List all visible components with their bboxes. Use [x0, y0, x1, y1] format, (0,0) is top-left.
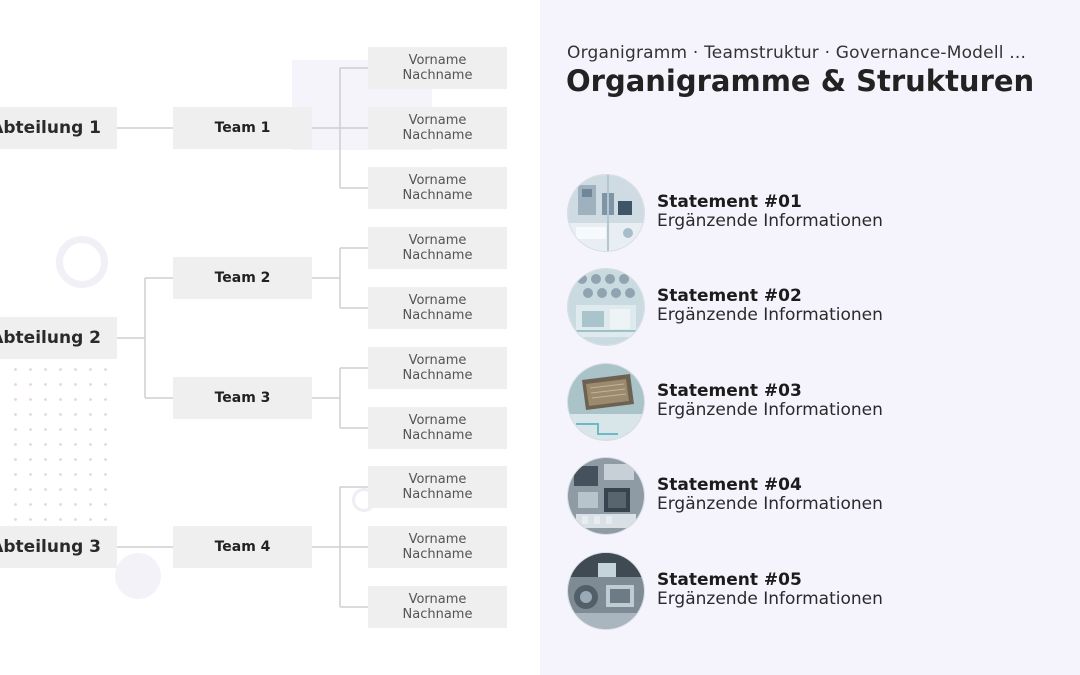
statement-text: Ergänzende Informationen [657, 305, 883, 325]
statements-panel: Organigramm · Teamstruktur · Governance-… [540, 0, 1080, 675]
member-last-name: Nachname [402, 68, 473, 83]
department-box-1: Abteilung 1 [0, 107, 117, 149]
member-first-name: Vorname [408, 173, 467, 188]
statement-text: Ergänzende Informationen [657, 211, 883, 231]
org-chart-connectors [117, 67, 368, 608]
team-label: Team 4 [214, 539, 271, 555]
member-last-name: Nachname [402, 607, 473, 622]
member-box-2: Vorname Nachname [368, 107, 507, 149]
member-last-name: Nachname [402, 188, 473, 203]
member-first-name: Vorname [408, 532, 467, 547]
statement-text: Ergänzende Informationen [657, 400, 883, 420]
team-box-1: Team 1 [173, 107, 312, 149]
microchip-image-icon [568, 364, 644, 440]
member-box-10: Vorname Nachname [368, 586, 507, 628]
member-last-name: Nachname [402, 248, 473, 263]
team-box-2: Team 2 [173, 257, 312, 299]
member-box-7: Vorname Nachname [368, 407, 507, 449]
member-first-name: Vorname [408, 293, 467, 308]
circuit-board-image-icon [568, 553, 644, 629]
department-box-2: Abteilung 2 [0, 317, 117, 359]
statement-item-3: Statement #03 Ergänzende Informationen [568, 364, 1068, 440]
decorative-circle [115, 553, 161, 599]
statement-title: Statement #01 [657, 192, 802, 212]
circuit-board-image-icon [568, 269, 644, 345]
team-label: Team 2 [214, 270, 271, 286]
statement-title: Statement #05 [657, 570, 802, 590]
member-box-3: Vorname Nachname [368, 167, 507, 209]
member-first-name: Vorname [408, 592, 467, 607]
department-label: Abteilung 1 [0, 118, 101, 138]
team-label: Team 3 [214, 390, 271, 406]
member-last-name: Nachname [402, 428, 473, 443]
team-label: Team 1 [214, 120, 271, 136]
statement-item-5: Statement #05 Ergänzende Informationen [568, 553, 1068, 629]
department-label: Abteilung 3 [0, 537, 101, 557]
decorative-ring [56, 236, 108, 288]
member-first-name: Vorname [408, 413, 467, 428]
member-first-name: Vorname [408, 233, 467, 248]
team-box-3: Team 3 [173, 377, 312, 419]
statement-text: Ergänzende Informationen [657, 589, 883, 609]
statement-title: Statement #02 [657, 286, 802, 306]
statement-item-4: Statement #04 Ergänzende Informationen [568, 458, 1068, 534]
member-first-name: Vorname [408, 113, 467, 128]
statement-text: Ergänzende Informationen [657, 494, 883, 514]
member-box-4: Vorname Nachname [368, 227, 507, 269]
statement-title: Statement #04 [657, 475, 802, 495]
page-subtitle: Organigramm · Teamstruktur · Governance-… [567, 43, 1027, 63]
member-first-name: Vorname [408, 472, 467, 487]
member-last-name: Nachname [402, 128, 473, 143]
member-box-9: Vorname Nachname [368, 526, 507, 568]
member-last-name: Nachname [402, 368, 473, 383]
member-box-5: Vorname Nachname [368, 287, 507, 329]
member-box-1: Vorname Nachname [368, 47, 507, 89]
team-box-4: Team 4 [173, 526, 312, 568]
member-first-name: Vorname [408, 53, 467, 68]
member-box-6: Vorname Nachname [368, 347, 507, 389]
member-last-name: Nachname [402, 487, 473, 502]
department-box-3: Abteilung 3 [0, 526, 117, 568]
statement-item-2: Statement #02 Ergänzende Informationen [568, 269, 1068, 345]
statement-title: Statement #03 [657, 381, 802, 401]
member-last-name: Nachname [402, 308, 473, 323]
member-box-8: Vorname Nachname [368, 466, 507, 508]
member-last-name: Nachname [402, 547, 473, 562]
page-title: Organigramme & Strukturen [566, 64, 1035, 98]
circuit-board-image-icon [568, 458, 644, 534]
department-label: Abteilung 2 [0, 328, 101, 348]
member-first-name: Vorname [408, 353, 467, 368]
statement-item-1: Statement #01 Ergänzende Informationen [568, 175, 1068, 251]
circuit-board-image-icon [568, 175, 644, 251]
